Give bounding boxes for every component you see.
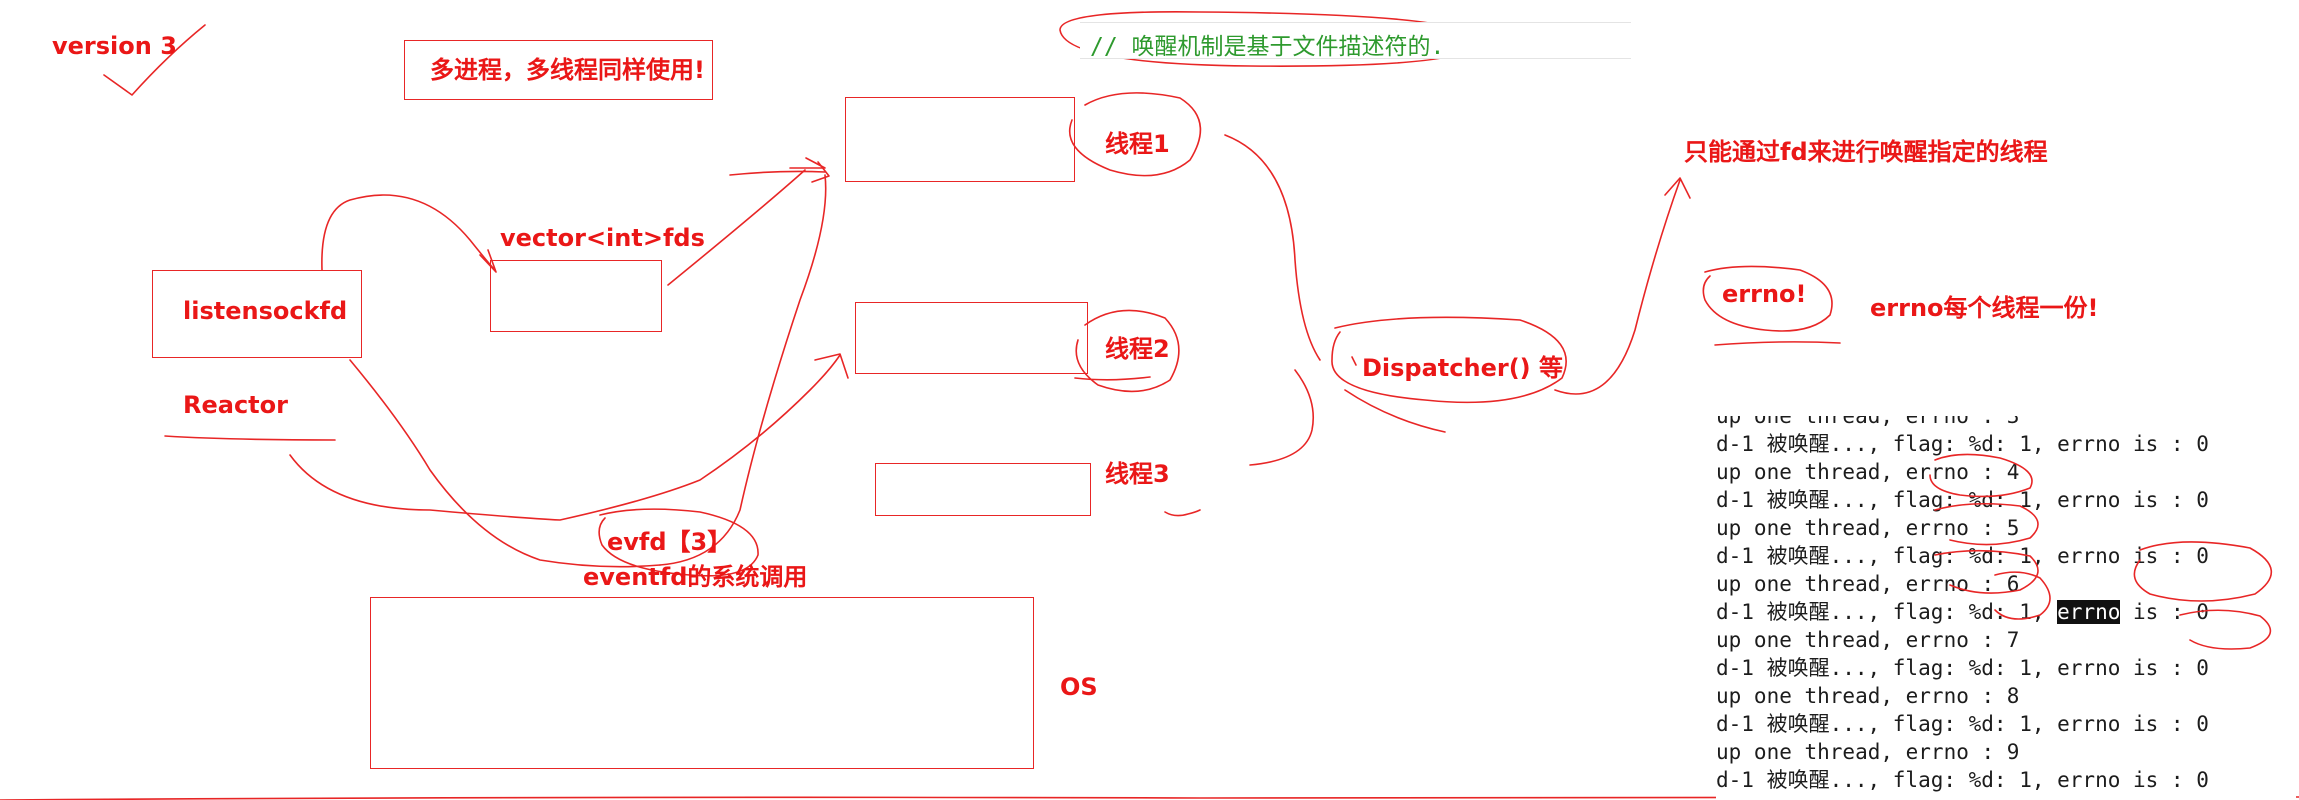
thread1-to-dispatcher <box>1224 134 1321 361</box>
vector-fds-box <box>490 260 662 332</box>
listensockfd-box <box>152 270 362 358</box>
terminal-line: up one thread, errno : 7 <box>1716 628 2020 652</box>
multi-process-note: 多进程，多线程同样使用! <box>430 56 705 84</box>
code-comment-strip: // 唤醒机制是基于文件描述符的. <box>1080 22 1631 60</box>
thread3-box <box>875 463 1091 516</box>
listen-to-vector-arrow <box>321 194 496 271</box>
terminal-line: up one thread, errno : 8 <box>1716 684 2020 708</box>
dispatcher-label: Dispatcher() 等 <box>1362 354 1563 382</box>
reactor-to-thread2-curve <box>289 354 841 521</box>
terminal-line: up one thread, errno : 9 <box>1716 740 2020 764</box>
thread2-box <box>855 302 1088 374</box>
reactor-label: Reactor <box>183 391 288 419</box>
multi-process-note-box <box>404 40 713 100</box>
terminal-line-suffix: is : 0 <box>2120 600 2209 624</box>
os-label: OS <box>1060 673 1098 701</box>
terminal-line: up one thread, errno : 6 <box>1716 572 2020 596</box>
terminal-line: up one thread, errno : 5 <box>1716 516 2020 540</box>
terminal-line: d-1 被唤醒..., flag: %d: 1, errno is : 0 <box>1716 712 2209 736</box>
terminal-output: up one thread, errno : 3 d-1 被唤醒..., fla… <box>1716 416 2296 800</box>
errno-per-thread-note: errno每个线程一份! <box>1870 294 2099 322</box>
thread2-label: 线程2 <box>1105 335 1170 363</box>
terminal-line: d-1 被唤醒..., flag: %d: 1, errno is : 0 <box>1716 544 2209 568</box>
os-box <box>370 597 1034 769</box>
thread1-label: 线程1 <box>1105 130 1170 158</box>
wake-note: 只能通过fd来进行唤醒指定的线程 <box>1684 138 2048 166</box>
terminal-line-highlighted: d-1 被唤醒..., flag: %d: 1, errno is : 0 <box>1716 598 2209 626</box>
code-comment: // 唤醒机制是基于文件描述符的. <box>1090 34 1445 60</box>
terminal-line: up one thread, errno : 3 <box>1716 416 2020 428</box>
terminal-line: up one thread, errno : 4 <box>1716 460 2020 484</box>
listensockfd-label: listensockfd <box>183 297 348 325</box>
dispatcher-to-wake-arrow <box>1554 179 1681 395</box>
vector-fds-label: vector<int>fds <box>500 224 705 252</box>
thread1-box <box>845 97 1075 182</box>
terminal-highlight: errno <box>2057 600 2121 624</box>
terminal-line: d-1 被唤醒..., flag: %d: 1, errno is : 0 <box>1716 432 2209 456</box>
terminal-line: d-1 被唤醒..., flag: %d: 1, errno is : 0 <box>1716 656 2209 680</box>
evfd-label: evfd【3】 <box>607 528 732 556</box>
thread3-label: 线程3 <box>1105 460 1170 488</box>
errno-label: errno! <box>1722 280 1807 308</box>
terminal-line: d-1 被唤醒..., flag: %d: 1, errno is : 0 <box>1716 488 2209 512</box>
terminal-line-prefix: d-1 被唤醒..., flag: %d: 1, <box>1716 600 2058 624</box>
version-label: version 3 <box>52 32 177 60</box>
terminal-line: d-1 被唤醒..., flag: %d: 1, errno is : 0 <box>1716 768 2209 792</box>
eventfd-syscall-label: eventfd的系统调用 <box>583 563 808 591</box>
